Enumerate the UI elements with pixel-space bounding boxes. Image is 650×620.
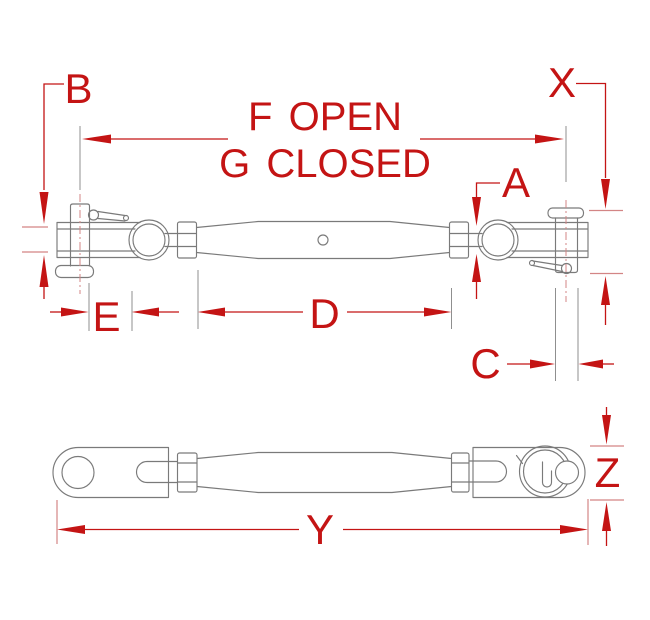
dimension-y: Y — [56, 499, 589, 553]
right-stud — [468, 460, 507, 483]
right-cotter-tip — [528, 259, 536, 267]
z-arrow-up — [602, 502, 611, 531]
dim-label-d: D — [309, 290, 339, 337]
left-eye-inner — [132, 223, 166, 257]
left-cotter-tip — [122, 214, 130, 222]
dimension-d: D — [197, 270, 452, 337]
right-nut-bottom — [450, 452, 470, 493]
d-arrow-left — [197, 307, 225, 317]
left-cotter-rod — [97, 210, 126, 222]
cotter-ring-hook — [541, 461, 553, 488]
turnbuckle-body-top — [176, 220, 470, 260]
toggle-pin-section — [554, 460, 580, 485]
left-nut — [176, 221, 198, 259]
a-arrow-down — [472, 197, 481, 226]
toggle-outline — [472, 446, 586, 499]
y-arrow-right — [560, 525, 588, 534]
fork-hole — [61, 455, 95, 490]
dimension-e: E — [50, 283, 179, 340]
b-arrow-up — [39, 255, 49, 287]
fork-end — [52, 446, 179, 499]
x-arrow-up — [601, 276, 610, 305]
dim-label-y: Y — [306, 506, 334, 553]
barrel-hole — [317, 234, 329, 246]
dim-label-a: A — [502, 159, 530, 206]
dimension-c: C — [470, 288, 614, 387]
right-neck — [467, 232, 483, 248]
dim-label-c: C — [470, 340, 500, 387]
top-view — [54, 203, 589, 279]
a-leader — [475, 182, 500, 197]
left-neck — [164, 232, 179, 248]
right-jaw — [467, 207, 589, 275]
z-arrow-down — [602, 415, 611, 445]
dim-label-g-closed: G CLOSED — [219, 142, 431, 186]
y-arrow-left — [57, 525, 85, 534]
fork-outline — [52, 446, 170, 499]
dimension-a: A — [472, 159, 530, 299]
right-nut-bottom-facets — [450, 462, 470, 483]
right-eye-inner — [481, 223, 515, 257]
dimension-b: B — [22, 65, 93, 299]
fg-arrow-right — [535, 134, 564, 144]
b-arrow-down — [39, 192, 49, 224]
bottom-view — [52, 445, 586, 499]
right-cotter-rod — [532, 260, 563, 273]
dim-label-e: E — [92, 293, 120, 340]
fg-arrow-left — [82, 134, 111, 144]
left-clevis-pin — [69, 203, 91, 267]
left-cotter-eye — [87, 209, 100, 221]
right-cotter-pin — [528, 259, 573, 275]
c-arrow-left — [578, 359, 603, 369]
toggle-end — [472, 445, 586, 499]
b-leader — [43, 83, 64, 190]
c-arrow-right — [530, 359, 555, 369]
right-nut-facets — [448, 232, 470, 248]
right-jaw-straps — [506, 221, 589, 259]
left-pin-head — [54, 264, 95, 279]
right-nut — [448, 221, 470, 259]
dim-label-b: B — [64, 65, 92, 112]
left-nut-facets — [176, 232, 198, 248]
right-cotter-eye — [560, 262, 573, 275]
right-clevis-pin — [554, 217, 579, 274]
dimension-f-g: F OPEN G CLOSED — [79, 95, 567, 302]
dim-label-f-open: F OPEN — [248, 95, 402, 139]
e-arrow-right — [61, 307, 89, 317]
d-arrow-right — [424, 307, 452, 317]
e-arrow-left — [131, 307, 159, 317]
dim-label-x: X — [548, 59, 576, 106]
x-arrow-down — [601, 179, 610, 209]
dimension-x: X — [548, 59, 623, 325]
cotter-ring-gap — [515, 454, 524, 465]
left-jaw-straps — [56, 221, 141, 259]
left-nut-bottom-facets — [176, 462, 198, 483]
right-eye-outer — [477, 219, 519, 261]
left-eye-outer — [128, 219, 170, 261]
barrel-outline — [195, 220, 451, 260]
left-stud — [136, 460, 179, 484]
left-nut-bottom — [176, 452, 198, 493]
barrel-bottom-outline — [196, 451, 453, 494]
dim-label-z: Z — [595, 449, 621, 496]
dimension-z: Z — [590, 407, 624, 546]
x-leader — [576, 82, 607, 178]
left-cotter-pin — [87, 209, 130, 222]
turnbuckle-body-bottom — [176, 451, 507, 494]
left-jaw — [54, 203, 179, 279]
a-arrow-up — [472, 254, 481, 282]
